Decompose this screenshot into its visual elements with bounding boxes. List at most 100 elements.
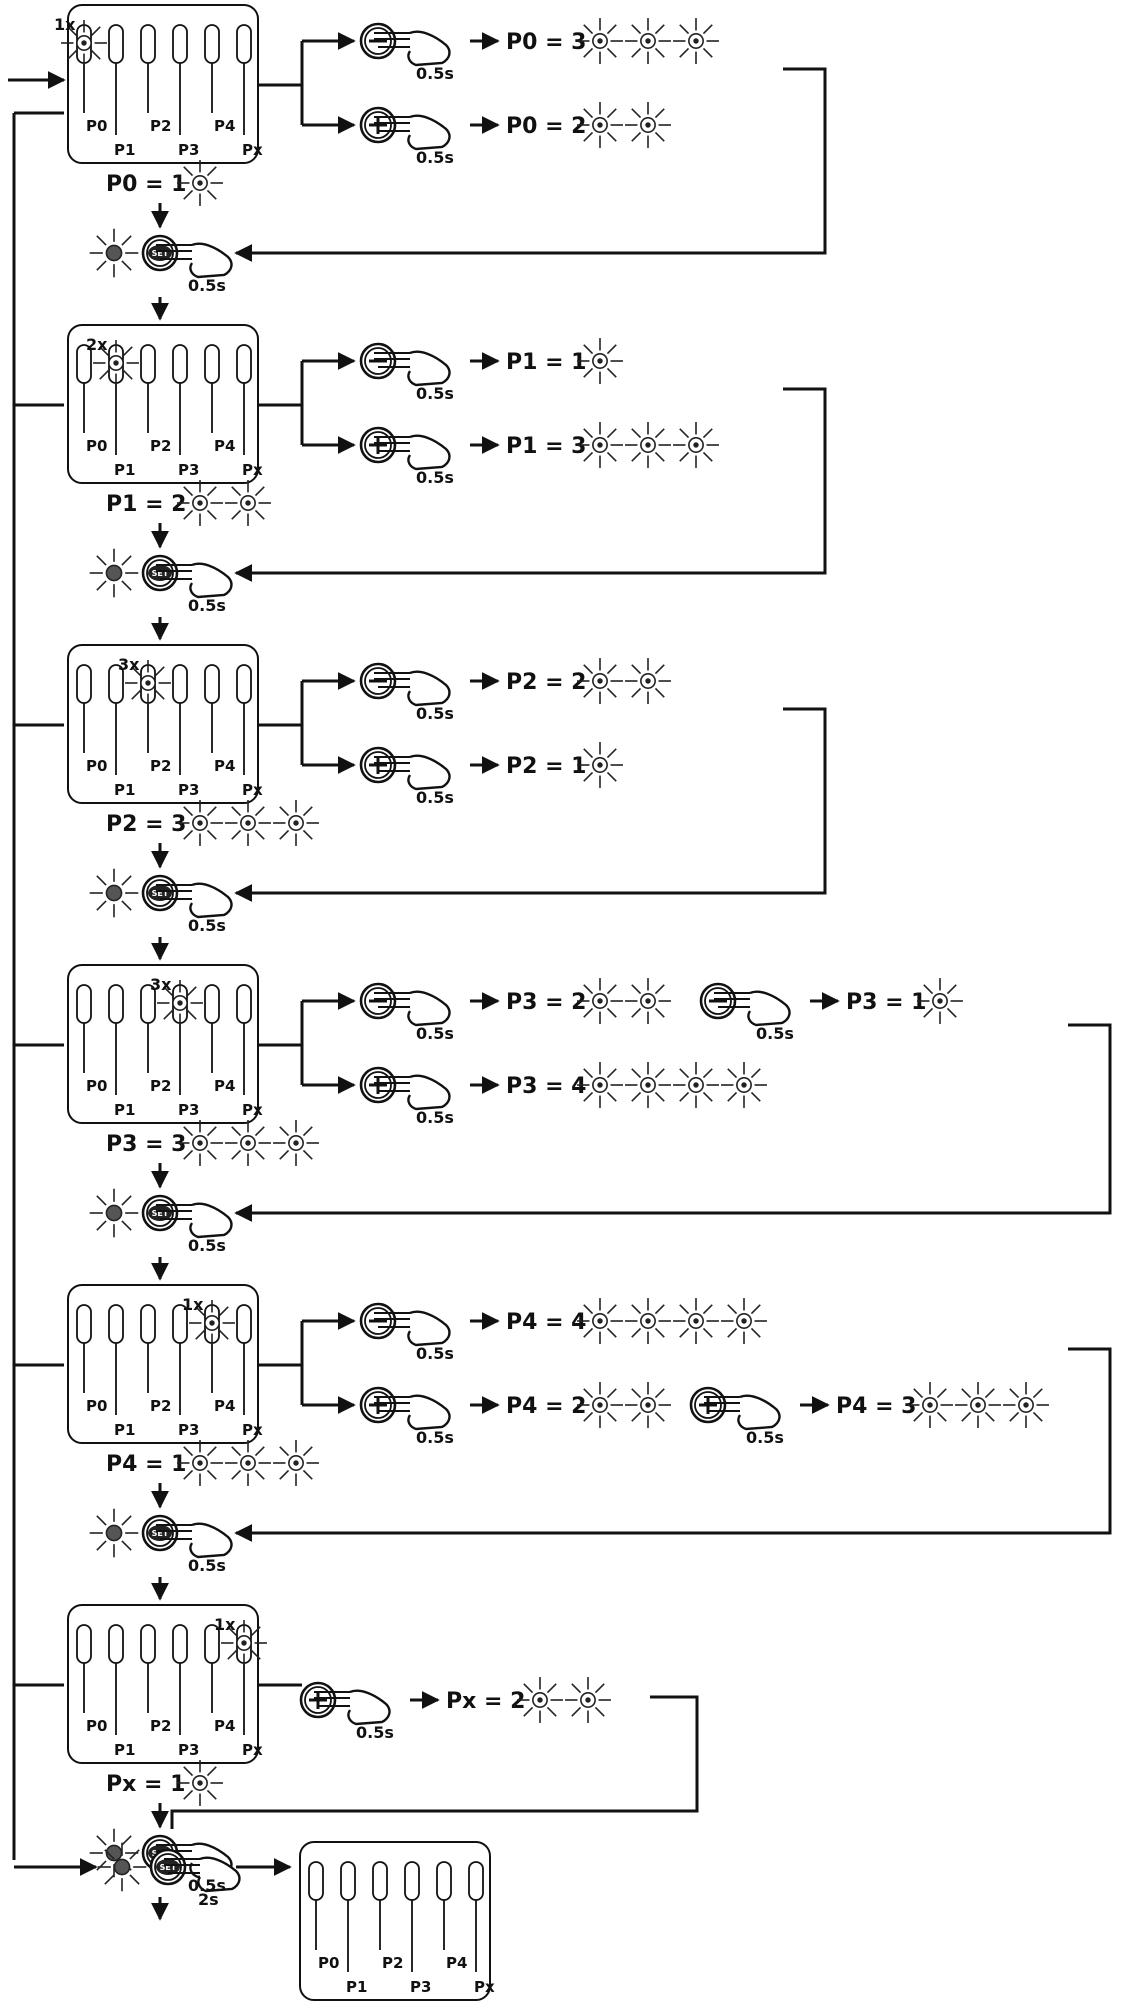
led-ray [583, 664, 594, 675]
led-ray [961, 1388, 972, 1399]
led-ray [206, 166, 217, 177]
panel-slot [76, 984, 92, 1024]
panel-label: P2 [150, 1397, 171, 1415]
duration-label: 0.5s [188, 1236, 226, 1255]
led-ray [936, 1411, 947, 1422]
led-ray [654, 1091, 665, 1102]
return-line [234, 1347, 1112, 1542]
led-ray [546, 1683, 557, 1694]
set-button-icon: SET [141, 234, 233, 279]
result-label: P0 = 2 [506, 114, 587, 139]
led-ray [206, 486, 217, 497]
led-dot [645, 1318, 651, 1324]
led-ray [523, 1706, 534, 1717]
led-ray [654, 108, 665, 119]
led-ray [121, 260, 132, 271]
led-dot [597, 358, 603, 364]
led-ray [654, 984, 665, 995]
led-ray [121, 235, 132, 246]
led-ray [606, 1007, 617, 1018]
led-ray [186, 1009, 197, 1020]
led-ray [631, 1327, 642, 1338]
result-label: Px = 2 [446, 1689, 525, 1714]
panel-slot [204, 984, 220, 1024]
blinking-led-icon [625, 102, 671, 148]
panel-label: P0 [86, 117, 107, 135]
panel-label: P4 [214, 437, 235, 455]
led-dot [693, 1318, 699, 1324]
duration-label: 0.5s [756, 1024, 794, 1043]
led-ray [606, 664, 617, 675]
blinking-led-icon [673, 1298, 719, 1344]
panel-label: P1 [114, 1741, 135, 1759]
blinking-led-icon [625, 978, 671, 1024]
blinking-led-icon [89, 1828, 139, 1878]
hand-outline [407, 114, 451, 151]
return-line [170, 1695, 699, 1829]
led-ray [606, 1411, 617, 1422]
led-ray [583, 1327, 594, 1338]
blinking-led-icon [177, 1120, 223, 1166]
led-ray [218, 1306, 229, 1317]
led-ray [195, 1329, 206, 1340]
blinking-led-icon [177, 1440, 223, 1486]
led-dot [197, 180, 203, 186]
minus-button-icon [359, 1302, 451, 1347]
led-ray [122, 346, 133, 357]
led-ray [154, 689, 165, 700]
led-ray [302, 1446, 313, 1457]
led-ray [654, 1007, 665, 1018]
plus-button-icon [689, 1386, 781, 1431]
led-ray [631, 131, 642, 142]
set-badge [156, 1859, 180, 1875]
led-dot [645, 1402, 651, 1408]
led-ray [631, 984, 642, 995]
led-ray [654, 131, 665, 142]
blinking-led-icon [177, 480, 223, 526]
led-ray [231, 829, 242, 840]
plus-button-icon [359, 426, 451, 471]
panel-slot [436, 1861, 452, 1901]
led-ray [631, 47, 642, 58]
set-label: SET [152, 1529, 169, 1538]
panel-label: P1 [114, 781, 135, 799]
hand-outline [407, 1310, 451, 1347]
duration-label: 0.5s [188, 1876, 226, 1895]
led-ray [606, 687, 617, 698]
led-ray [90, 26, 101, 37]
set-button-icon: SET [141, 554, 233, 599]
hand-outline [189, 562, 233, 599]
led-ray [606, 748, 617, 759]
duration-label: 0.5s [416, 468, 454, 487]
led-ray [279, 1149, 290, 1160]
led-body [105, 1204, 123, 1222]
led-ray [227, 1626, 238, 1637]
panel-count-label: 1x [54, 15, 76, 34]
led-ray [727, 1327, 738, 1338]
led-ray [99, 346, 110, 357]
blinking-led-icon [89, 1188, 139, 1238]
hand-outline [189, 242, 233, 279]
panel-label: P0 [86, 757, 107, 775]
hand-outline [407, 350, 451, 387]
hand-outline [407, 30, 451, 67]
led-ray [546, 1706, 557, 1717]
led-ray [946, 984, 957, 995]
panel-label: P3 [178, 1101, 199, 1119]
blinking-led-icon [673, 422, 719, 468]
blinking-led-icon [225, 1120, 271, 1166]
led-ray [279, 1126, 290, 1137]
led-ray [254, 1126, 265, 1137]
led-ray [218, 1329, 229, 1340]
led-ray [254, 1446, 265, 1457]
blinking-led-icon [577, 18, 623, 64]
panel-frame [67, 1284, 259, 1444]
led-ray [606, 984, 617, 995]
duration-label: 0.5s [416, 1428, 454, 1447]
led-ray [606, 1091, 617, 1102]
led-ray [206, 1149, 217, 1160]
panel-slot [172, 664, 188, 704]
led-ray [702, 47, 713, 58]
blinking-led-icon [517, 1677, 563, 1723]
